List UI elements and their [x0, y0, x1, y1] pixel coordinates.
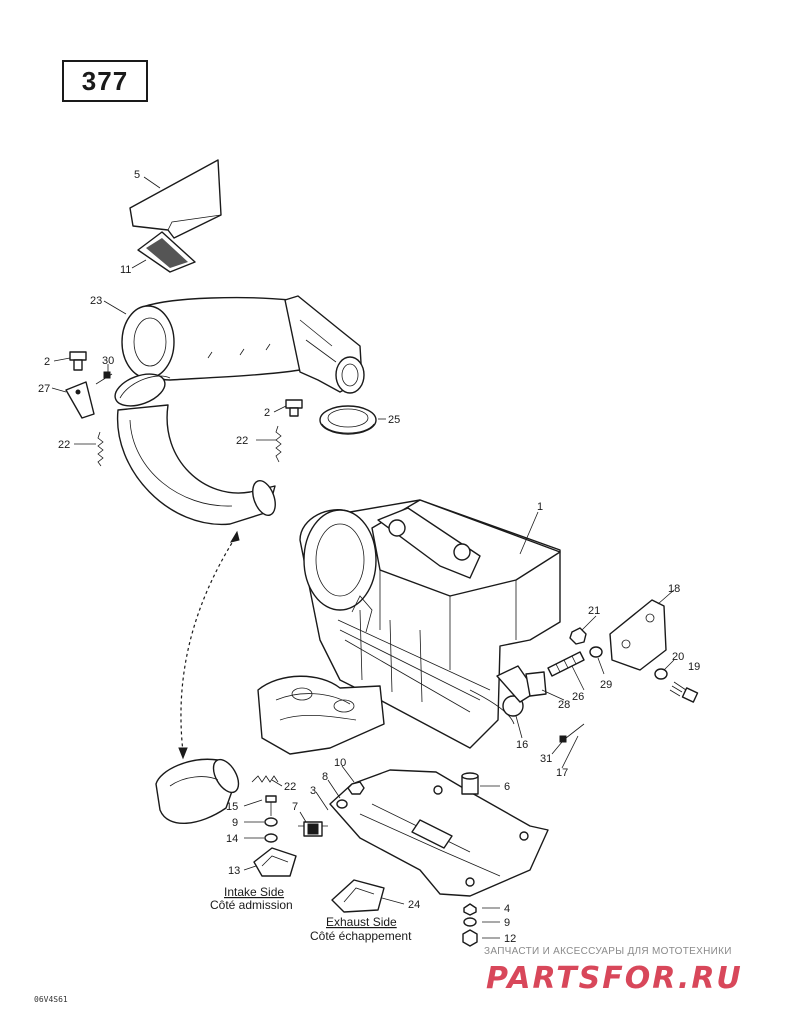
screw-30-part: [95, 371, 113, 385]
callout-1: 1: [537, 501, 543, 513]
callout-30: 30: [102, 355, 114, 367]
callout-21: 21: [588, 605, 600, 617]
callout-9: 9: [232, 817, 238, 829]
bolt-15-part: [265, 795, 277, 816]
muffler-part: [121, 295, 365, 394]
callout-13: 13: [228, 865, 240, 877]
exhaust-side-label-fr: Côté échappement: [310, 929, 412, 943]
spring-lower-part: [251, 775, 279, 783]
callout-25: 25: [388, 414, 400, 426]
washer-20-part: [654, 668, 668, 680]
bracket-24-part: [331, 879, 385, 913]
rubber-mount-28-part: [525, 671, 547, 697]
exhaust-side-label: Exhaust Side: [326, 915, 397, 929]
callout-22: 22: [284, 781, 296, 793]
bolt-31-part: [559, 723, 585, 743]
callout-22: 22: [58, 439, 70, 451]
callout-23: 23: [90, 295, 102, 307]
sticker-part: [137, 231, 196, 273]
washer-14-part: [264, 833, 278, 843]
callout-11: 11: [120, 264, 131, 276]
callout-26: 26: [572, 691, 584, 703]
bolt-19-part: [669, 681, 699, 703]
connection-dashed-line: [180, 537, 236, 753]
arrow-head-icon: [178, 747, 188, 760]
tuned-pipe-part: [114, 373, 276, 526]
callout-22: 22: [236, 435, 248, 447]
watermark-caption: ЗАПЧАСТИ И АКСЕССУАРЫ ДЛЯ МОТОТЕХНИКИ: [484, 946, 732, 957]
page-number: 377: [81, 65, 129, 96]
callout-15: 15: [226, 801, 238, 813]
callout-24: 24: [408, 899, 420, 911]
callout-20: 20: [672, 651, 684, 663]
callout-3: 3: [310, 785, 316, 797]
callout-2: 2: [44, 356, 50, 368]
callout-9: 9: [504, 917, 510, 929]
callout-17: 17: [556, 767, 568, 779]
nut-21-part: [569, 627, 587, 645]
callout-31: 31: [540, 753, 552, 765]
intake-side-label: Intake Side: [224, 885, 284, 899]
gasket-25-part: [319, 405, 377, 435]
nut-4-part: [463, 903, 477, 916]
stud-26-part: [547, 651, 585, 677]
callout-14: 14: [226, 833, 238, 845]
bracket-18-part: [609, 599, 667, 671]
figure-code: 06V4S61: [34, 995, 68, 1004]
callout-16: 16: [516, 739, 528, 751]
nut-10-part: [347, 781, 365, 795]
exhaust-elbow-part: [155, 758, 240, 824]
callout-29: 29: [600, 679, 612, 691]
callout-7: 7: [292, 801, 298, 813]
callout-2: 2: [264, 407, 270, 419]
bracket-27-part: [65, 381, 95, 419]
callout-8: 8: [322, 771, 328, 783]
callout-6: 6: [504, 781, 510, 793]
bracket-13-part: [253, 847, 297, 877]
callout-4: 4: [504, 903, 510, 915]
callout-18: 18: [668, 583, 680, 595]
spacer-6-part: [461, 772, 479, 795]
callout-27: 27: [38, 383, 50, 395]
callout-5: 5: [134, 169, 140, 181]
leader-lines: [51, 176, 675, 939]
callout-19: 19: [688, 661, 700, 673]
callout-10: 10: [334, 757, 346, 769]
washer-9b-part: [463, 917, 477, 927]
spring-left-part: [97, 431, 104, 467]
exhaust-manifold-part: [257, 675, 385, 755]
page-number-box: 377: [62, 60, 148, 102]
bolt-2a-part: [69, 351, 87, 371]
bolt-2b-part: [285, 399, 303, 417]
watermark-logo: PARTSFOR.RU: [486, 961, 743, 996]
washer-9a-part: [264, 817, 278, 827]
engine-part: [299, 499, 561, 749]
callout-12: 12: [504, 933, 516, 945]
engine-plate-part: [329, 769, 549, 897]
rubber-mount-7-part: [298, 821, 328, 837]
washer-29-part: [589, 646, 603, 658]
callout-labels: 5 11 23 2 30 27 22 2 22 25 1 18 21 29 20…: [38, 169, 700, 945]
intake-side-label-fr: Côté admission: [210, 898, 293, 912]
spring-upper-right-part: [275, 425, 282, 463]
nut-12-part: [462, 929, 478, 947]
heat-shield-label-part: [129, 159, 222, 239]
washer-8-part: [336, 799, 348, 809]
arrow-tail-icon: [229, 530, 240, 543]
callout-28: 28: [558, 699, 570, 711]
